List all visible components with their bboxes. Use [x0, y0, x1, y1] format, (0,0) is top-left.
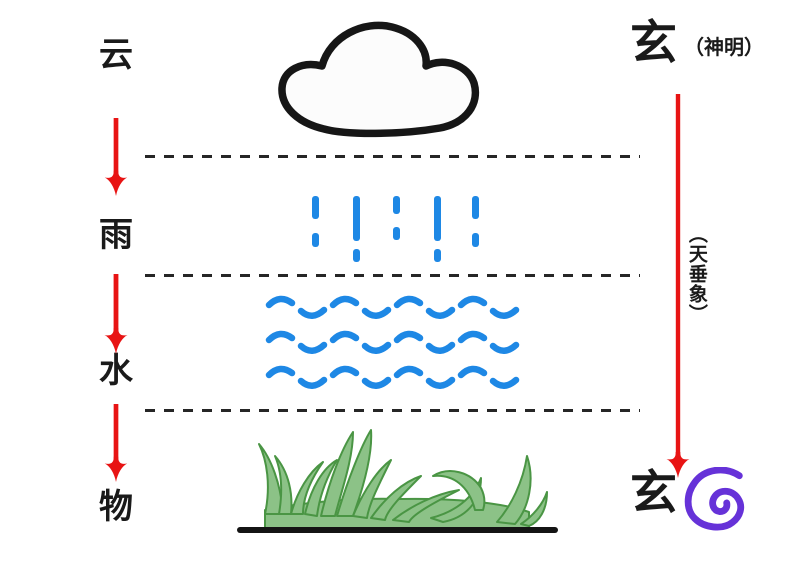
mystery-term-top: 玄: [630, 16, 677, 71]
dashed-divider: [145, 409, 640, 412]
dashed-divider: [145, 274, 640, 277]
red-down-arrow-icon: [104, 274, 128, 354]
long-red-down-arrow-icon: [666, 94, 690, 478]
spiral-icon: [684, 467, 745, 531]
stage-label-water: 水: [99, 351, 133, 391]
grass-icon: [258, 429, 548, 531]
deity-note: （神明）: [684, 35, 764, 59]
red-down-arrow-icon: [104, 118, 128, 196]
heaven-sign-note: （天垂象）: [685, 224, 708, 324]
red-down-arrow-icon: [104, 404, 128, 482]
stage-label-matter: 物: [99, 487, 133, 527]
stage-label-cloud: 云: [99, 35, 133, 75]
mystery-term-bottom: 玄: [630, 466, 677, 521]
rain-dashes-icon: [312, 196, 479, 262]
cloud-outline-icon: [278, 21, 480, 138]
water-waves-icon: [265, 295, 520, 389]
dashed-divider: [145, 155, 640, 158]
ground-line: [237, 527, 558, 533]
stage-label-rain: 雨: [99, 215, 133, 255]
